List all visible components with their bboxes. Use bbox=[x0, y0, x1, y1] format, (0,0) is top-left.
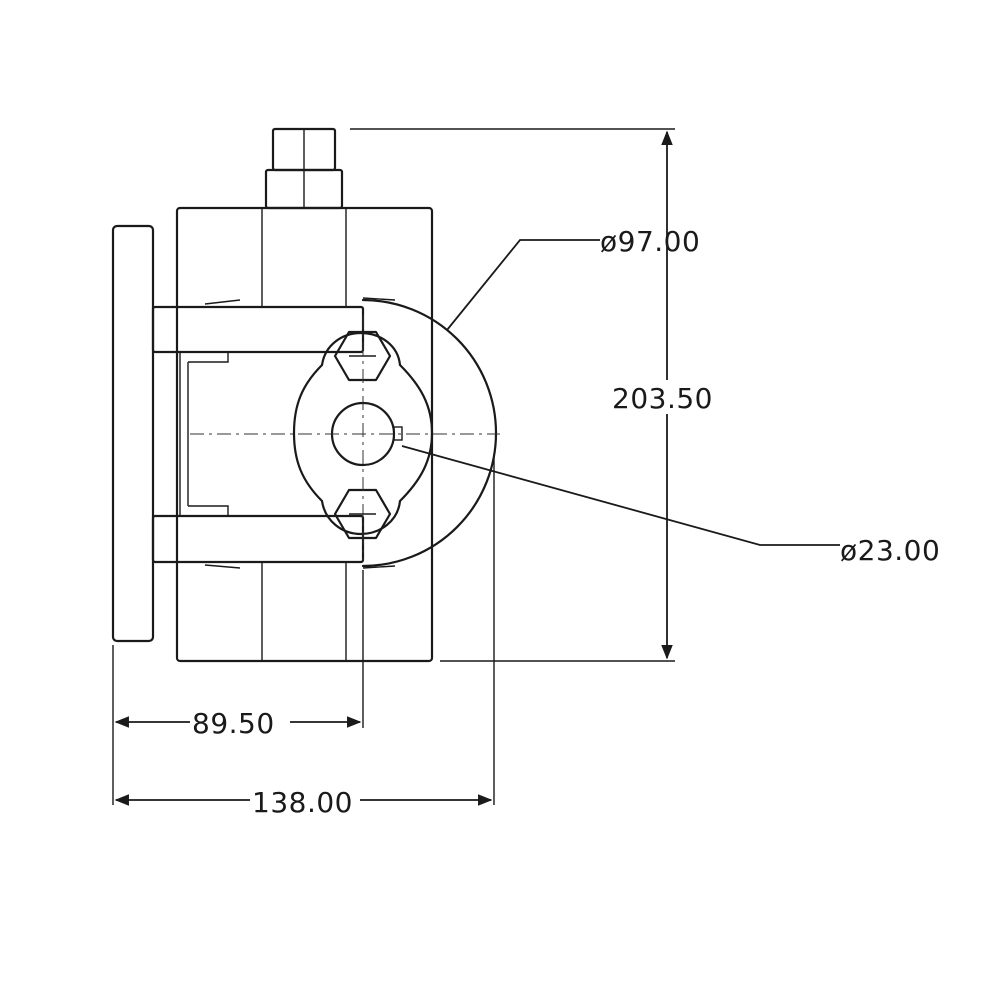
dim-outer-diameter: ø97.00 bbox=[446, 225, 700, 331]
center-lines bbox=[190, 315, 500, 560]
dim-shaft-diameter: ø23.00 bbox=[401, 445, 940, 567]
dim-overall-width: 138.00 bbox=[114, 455, 495, 819]
fork-arms bbox=[151, 299, 365, 569]
dim-shaft-diameter-label: ø23.00 bbox=[840, 534, 940, 567]
top-nut bbox=[264, 127, 344, 210]
mounting-flange bbox=[111, 224, 155, 643]
dim-axis-offset: 89.50 bbox=[112, 570, 364, 805]
dim-outer-diameter-label: ø97.00 bbox=[600, 225, 700, 258]
dim-axis-offset-label: 89.50 bbox=[192, 707, 275, 740]
dim-overall-height-label: 203.50 bbox=[612, 382, 713, 415]
dim-overall-height: 203.50 bbox=[350, 128, 722, 662]
dim-overall-width-label: 138.00 bbox=[252, 786, 353, 819]
round-hub bbox=[361, 297, 498, 569]
oval-plate bbox=[292, 331, 434, 536]
